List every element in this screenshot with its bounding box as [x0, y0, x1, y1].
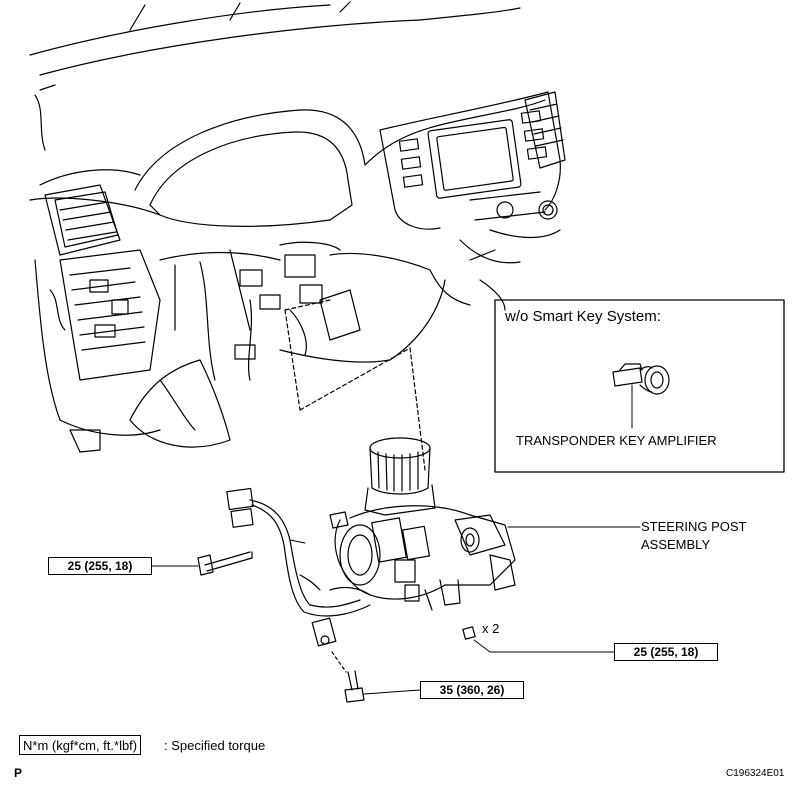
torque-unit-legend-box: N*m (kgf*cm, ft.*lbf): [19, 735, 142, 755]
transponder-key-amplifier-label: TRANSPONDER KEY AMPLIFIER: [516, 433, 717, 448]
steering-post-label-line1: STEERING POST: [641, 519, 747, 534]
torque-left-bolt: 25 (255, 18): [48, 557, 152, 575]
steering-post-assembly: [329, 437, 516, 640]
quantity-label: x 2: [482, 621, 500, 636]
page-marker: P: [14, 766, 23, 780]
left-bolt: [197, 551, 253, 576]
dashboard-drawing: [29, 1, 566, 453]
inset-frame: [494, 299, 785, 473]
torque-legend-description: : Specified torque: [164, 738, 266, 753]
figure-id: C196324E01: [726, 768, 785, 779]
bottom-bolt: [331, 651, 365, 703]
inset-title: w/o Smart Key System:: [505, 308, 661, 325]
torque-bottom-bolt: 35 (360, 26): [420, 681, 524, 699]
torque-right-nut: 25 (255, 18): [614, 643, 718, 661]
leader-lines: [151, 526, 641, 695]
location-pointer: [284, 299, 426, 471]
transponder-key-amplifier-icon: [612, 363, 670, 429]
wire-harness: [226, 487, 371, 647]
steering-post-label-line2: ASSEMBLY: [641, 537, 711, 552]
